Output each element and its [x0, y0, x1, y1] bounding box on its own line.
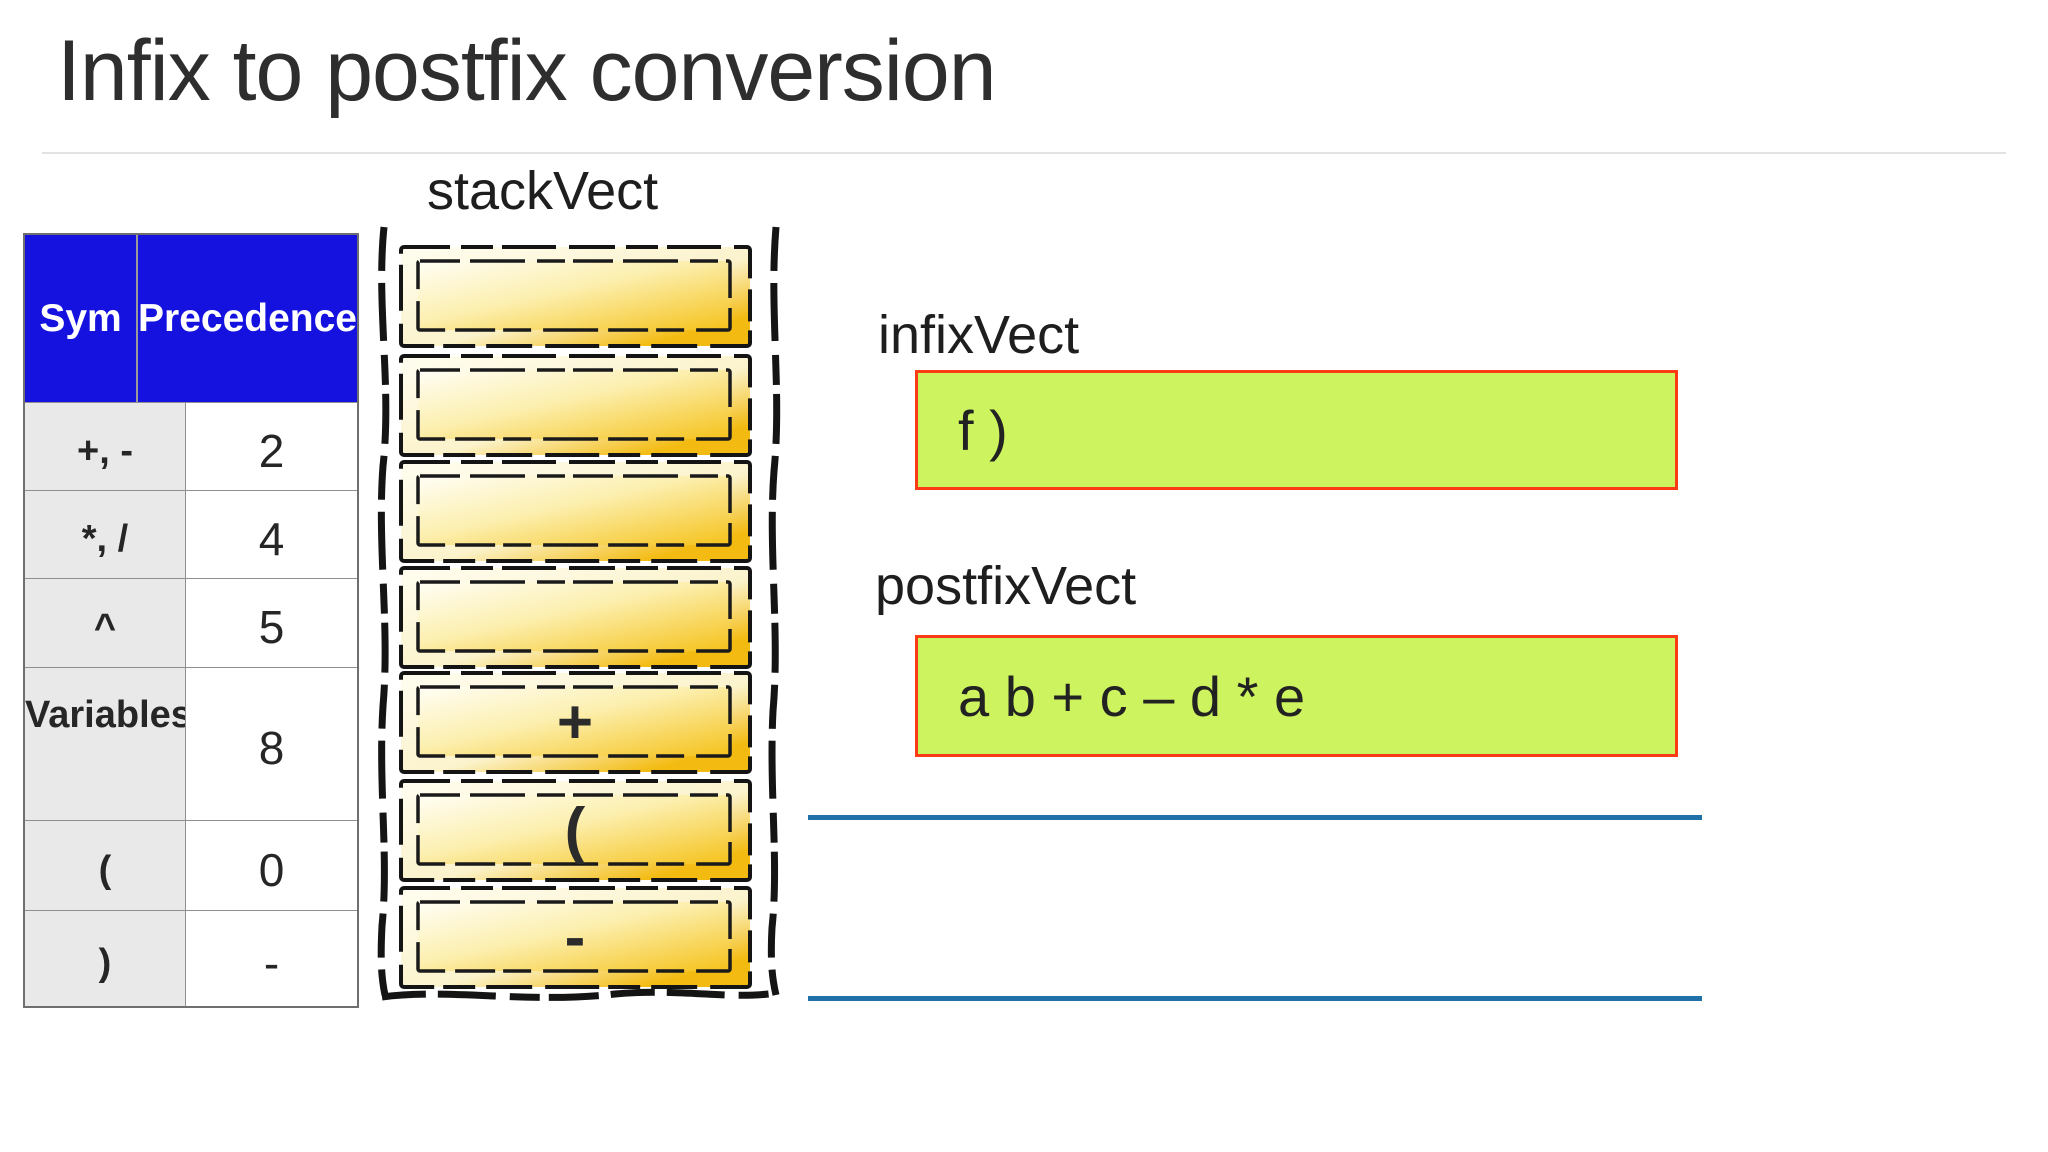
stack-cell: +	[399, 671, 752, 774]
infix-content: f )	[958, 398, 1008, 462]
symbol-cell: Variables	[25, 667, 186, 820]
precedence-cell: 5	[186, 578, 357, 667]
result-line-1	[808, 815, 1702, 820]
stack-right-sketch-line	[767, 226, 781, 996]
table-row: +, - 2	[25, 402, 357, 490]
table-header-row: Sym Precedence	[25, 235, 357, 402]
stack-bottom-sketch-line	[381, 988, 777, 1001]
postfix-label: postfixVect	[875, 556, 1137, 616]
table-row: ( 0	[25, 820, 357, 910]
slide-title: Infix to postfix conversion	[57, 23, 997, 119]
precedence-cell: 4	[186, 490, 357, 578]
precedence-cell: 8	[186, 667, 357, 820]
postfix-content: a b + c – d * e	[958, 664, 1306, 728]
result-line-2	[808, 996, 1702, 1001]
infix-box: f )	[915, 370, 1678, 490]
stack-cell: (	[399, 779, 752, 882]
symbol-cell: ^	[25, 578, 186, 667]
infix-label: infixVect	[878, 305, 1080, 365]
precedence-table: Sym Precedence +, - 2 *, / 4 ^ 5 Variabl…	[23, 233, 359, 1008]
table-row: *, / 4	[25, 490, 357, 578]
symbol-cell: +, -	[25, 402, 186, 490]
stack-left-sketch-line	[377, 226, 390, 996]
postfix-box: a b + c – d * e	[915, 635, 1678, 757]
table-row: ^ 5	[25, 578, 357, 667]
symbol-cell: (	[25, 820, 186, 910]
precedence-cell: 2	[186, 402, 357, 490]
table-header-precedence: Precedence	[138, 235, 357, 402]
table-header-sym: Sym	[25, 235, 139, 402]
stack-cell-value: (	[565, 796, 586, 865]
stack-cell	[399, 460, 752, 563]
table-row: ) -	[25, 910, 357, 1006]
title-divider	[42, 152, 2006, 154]
precedence-cell: -	[186, 910, 357, 1006]
symbol-cell: *, /	[25, 490, 186, 578]
stack-cell	[399, 566, 752, 669]
stack-cell-value: +	[557, 688, 593, 757]
table-row: Variables 8	[25, 667, 357, 820]
stack-vector-drawing: + ( -	[377, 226, 781, 1001]
stack-cell: -	[399, 886, 752, 989]
stack-cell	[399, 354, 752, 457]
stack-cell-value: -	[565, 903, 586, 972]
stack-label: stackVect	[427, 161, 659, 221]
symbol-cell: )	[25, 910, 186, 1006]
precedence-cell: 0	[186, 820, 357, 910]
stack-cell	[399, 245, 752, 348]
